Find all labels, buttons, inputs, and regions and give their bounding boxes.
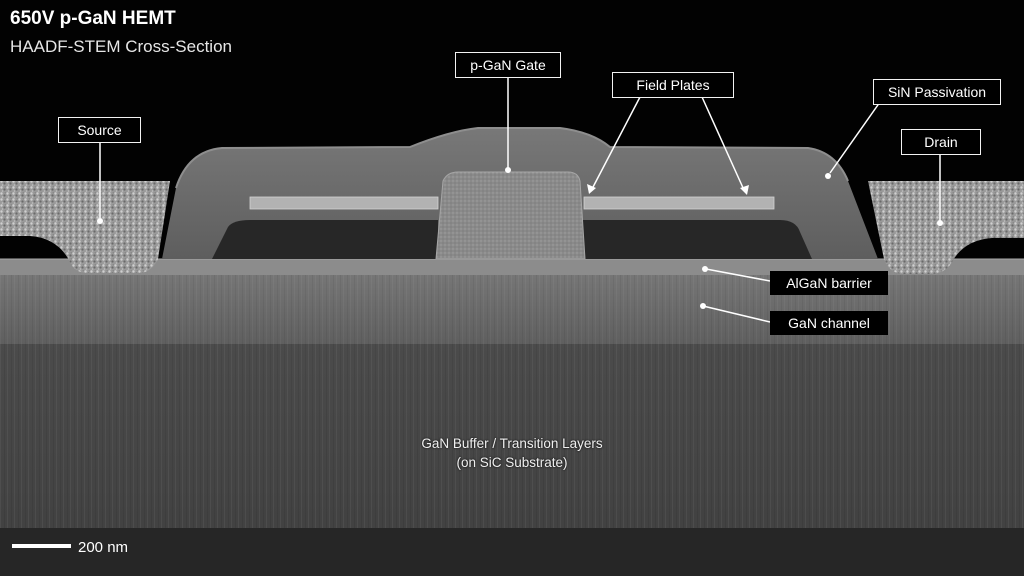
right-cavity [580,220,812,259]
channel-leader-line [702,305,771,323]
gate-marker-dot [505,167,511,173]
substrate-bottom-band [0,528,1024,576]
field-plate-left-leader [591,96,641,190]
leader-endpoints [97,167,943,309]
channel-marker-dot [700,303,706,309]
buffer-caption-line2: (on SiC Substrate) [456,455,568,470]
drain-label: Drain [901,129,981,155]
barrier-leader-line [705,268,771,282]
buffer-striation [0,343,1024,528]
scale-bar [12,544,71,548]
passivation-marker-dot [825,173,831,179]
leader-lines [99,77,941,323]
buffer-caption: GaN Buffer / Transition Layers (on SiC S… [312,434,712,472]
sin-passivation-label: SiN Passivation [873,79,1001,105]
field-plate-right-leader [701,96,745,191]
figure-title: 650V p-GaN HEMT [10,8,176,29]
buffer-caption-line1: GaN Buffer / Transition Layers [421,436,603,451]
algan-barrier-label: AlGaN barrier [770,271,888,295]
figure-subtitle: HAADF-STEM Cross-Section [10,37,232,56]
right-field-plate [583,196,775,210]
left-field-plate [249,196,439,210]
algan-barrier-layer [0,259,1024,275]
field-plate-left-arrowhead [587,184,596,194]
source-marker-dot [97,218,103,224]
gan-channel-label: GaN channel [770,311,888,335]
passivation-leader-line [829,101,881,174]
field-plates-label: Field Plates [612,72,734,98]
source-contact-metal [0,181,170,273]
field-plate-right-arrowhead [740,185,749,195]
pgan-gate-body [435,171,586,260]
passivation-inner-shadow [175,127,849,189]
left-cavity [212,220,438,259]
drain-contact-metal [868,181,1024,274]
drain-marker-dot [937,220,943,226]
source-label: Source [58,117,141,143]
scale-bar-label: 200 nm [78,539,129,556]
barrier-marker-dot [702,266,708,272]
pgan-gate-label: p-GaN Gate [455,52,561,78]
